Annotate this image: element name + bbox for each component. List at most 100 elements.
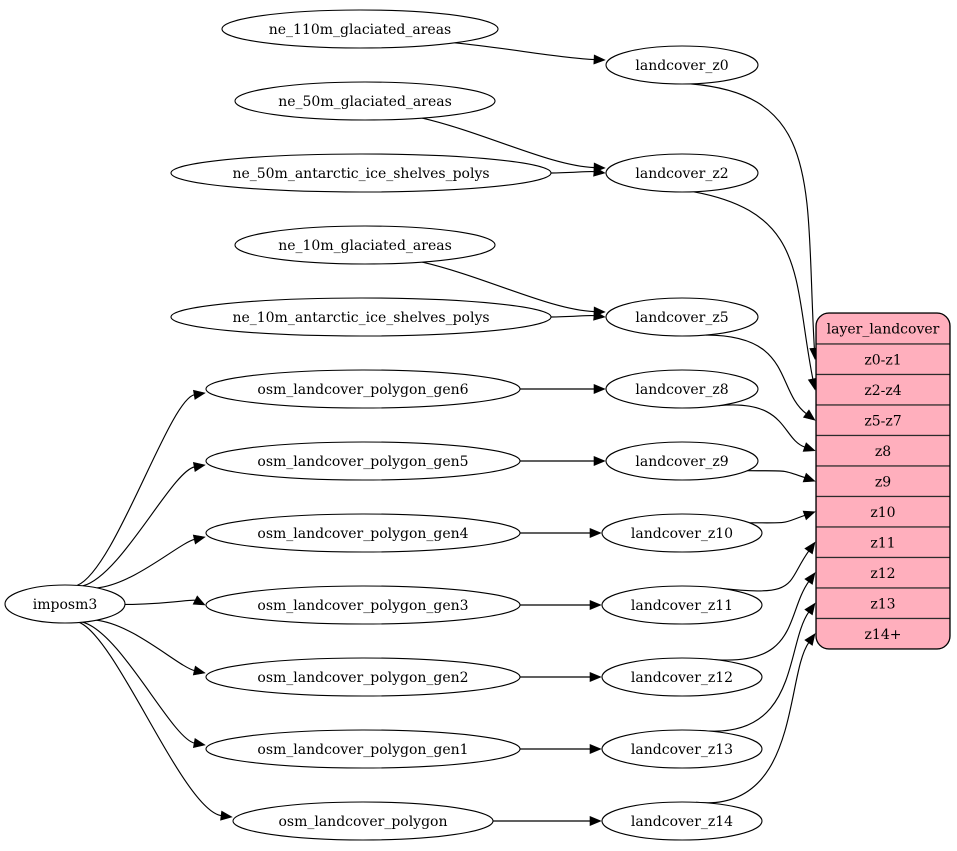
- node-ellipse: [601, 513, 763, 553]
- node-ellipse: [205, 729, 521, 769]
- graph-node[interactable]: osm_landcover_polygon_gen6: [205, 369, 521, 409]
- edge-arrowhead: [804, 633, 816, 646]
- graph-node[interactable]: osm_landcover_polygon_gen5: [205, 441, 521, 481]
- graph-node[interactable]: landcover_z5: [605, 297, 759, 337]
- graph-node[interactable]: ne_50m_antarctic_ice_shelves_polys: [170, 153, 552, 193]
- edge-arrowhead: [802, 510, 816, 521]
- graph-node[interactable]: landcover_z12: [601, 657, 763, 697]
- edge-arrowhead: [192, 738, 206, 748]
- graph-node[interactable]: landcover_z10: [601, 513, 763, 553]
- node-label: landcover_z2: [635, 166, 728, 182]
- graph-node[interactable]: landcover_z9: [605, 441, 759, 481]
- graph-node[interactable]: ne_110m_glaciated_areas: [221, 9, 499, 49]
- table-title: layer_landcover: [827, 322, 940, 338]
- graph-node[interactable]: osm_landcover_polygon_gen2: [205, 657, 521, 697]
- node-ellipse: [605, 153, 759, 193]
- edge-imposm3: [82, 466, 195, 587]
- edge-imposm3: [96, 619, 195, 672]
- edge-arrowhead: [589, 671, 602, 683]
- nodes-layer: imposm3 ne_110m_glaciated_areas ne_50m_gla…: [4, 9, 763, 841]
- node-label: ne_110m_glaciated_areas: [269, 22, 451, 38]
- graph-node[interactable]: ne_50m_glaciated_areas: [234, 81, 496, 121]
- node-label: landcover_z5: [635, 310, 728, 326]
- edge-source-to-landcover: [550, 170, 595, 174]
- table-row-label: z9: [875, 474, 891, 490]
- node-label: osm_landcover_polygon_gen2: [257, 670, 468, 686]
- edge-source-to-landcover: [454, 42, 595, 61]
- table-row[interactable]: [816, 434, 950, 467]
- graph-node[interactable]: ne_10m_glaciated_areas: [234, 225, 496, 265]
- node-label: landcover_z0: [635, 58, 728, 74]
- table-row[interactable]: [816, 617, 950, 650]
- node-label: ne_10m_glaciated_areas: [278, 238, 452, 254]
- graph-node[interactable]: landcover_z14: [601, 801, 763, 841]
- node-ellipse: [221, 9, 499, 49]
- layer-landcover-table[interactable]: layer_landcoverz0-z1z2-z4z5-z7z8z9z10z11…: [815, 312, 951, 650]
- node-ellipse: [605, 369, 759, 409]
- graph-node[interactable]: osm_landcover_polygon: [232, 801, 494, 841]
- edge-arrowhead: [589, 815, 602, 827]
- edge-arrowhead: [593, 166, 606, 177]
- node-ellipse: [601, 801, 763, 841]
- node-ellipse: [605, 45, 759, 85]
- graph-node[interactable]: ne_10m_antarctic_ice_shelves_polys: [170, 297, 552, 337]
- node-ellipse: [601, 585, 763, 625]
- table-row[interactable]: [816, 343, 950, 376]
- edge-source-to-landcover: [550, 314, 595, 318]
- edge-arrowhead: [193, 389, 206, 400]
- node-label: osm_landcover_polygon_gen6: [257, 382, 468, 398]
- graph-node[interactable]: imposm3: [4, 584, 126, 624]
- node-label: landcover_z12: [631, 670, 733, 686]
- graph-node[interactable]: osm_landcover_polygon_gen1: [205, 729, 521, 769]
- graph-node[interactable]: landcover_z13: [601, 729, 763, 769]
- edge-imposm3: [82, 621, 195, 744]
- table-row-label: z8: [875, 444, 891, 460]
- edge-landcover-to-layer-row: [693, 191, 814, 380]
- node-label: landcover_z11: [631, 598, 733, 614]
- edge-arrowhead: [589, 743, 602, 755]
- edge-arrowhead: [802, 442, 816, 452]
- table-row-label: z0-z1: [864, 352, 901, 368]
- graph-node[interactable]: landcover_z11: [601, 585, 763, 625]
- table-row-label: z13: [870, 596, 895, 612]
- edge-arrowhead: [802, 409, 816, 421]
- edge-landcover-to-layer-row: [749, 514, 806, 524]
- graph-node[interactable]: osm_landcover_polygon_gen4: [205, 513, 521, 553]
- edge-arrowhead: [192, 665, 206, 676]
- node-label: osm_landcover_polygon_gen3: [257, 598, 468, 614]
- edge-arrowhead: [192, 534, 206, 545]
- edge-arrowhead: [802, 472, 816, 483]
- edge-arrowhead: [593, 54, 606, 65]
- edge-source-to-landcover: [421, 261, 595, 313]
- edge-imposm3: [76, 394, 195, 586]
- table-row-label: z10: [870, 505, 895, 521]
- node-label: landcover_z10: [631, 526, 733, 542]
- node-ellipse: [170, 153, 552, 193]
- table-row-label: z5-z7: [864, 413, 901, 429]
- edge-arrowhead: [593, 455, 606, 467]
- graph-node[interactable]: landcover_z2: [605, 153, 759, 193]
- node-label: imposm3: [33, 597, 98, 613]
- node-label: landcover_z9: [635, 454, 728, 470]
- table-row[interactable]: [816, 465, 950, 498]
- graph-node[interactable]: osm_landcover_polygon_gen3: [205, 585, 521, 625]
- table-row[interactable]: [816, 587, 950, 620]
- table-row-label: z2-z4: [864, 383, 901, 399]
- graph-node[interactable]: landcover_z8: [605, 369, 759, 409]
- edge-landcover-to-layer-row: [747, 470, 806, 479]
- edge-landcover-to-layer-row: [695, 641, 810, 804]
- edge-arrowhead: [192, 595, 206, 606]
- table-row-label: z14+: [865, 627, 902, 643]
- node-ellipse: [170, 297, 552, 337]
- node-ellipse: [205, 513, 521, 553]
- node-ellipse: [205, 585, 521, 625]
- node-label: osm_landcover_polygon: [278, 814, 447, 830]
- edge-arrowhead: [804, 602, 816, 616]
- table-row[interactable]: [816, 526, 950, 559]
- node-ellipse: [605, 297, 759, 337]
- node-label: ne_50m_glaciated_areas: [278, 94, 452, 110]
- graph-node[interactable]: landcover_z0: [605, 45, 759, 85]
- node-label: ne_50m_antarctic_ice_shelves_polys: [232, 166, 489, 182]
- node-ellipse: [605, 441, 759, 481]
